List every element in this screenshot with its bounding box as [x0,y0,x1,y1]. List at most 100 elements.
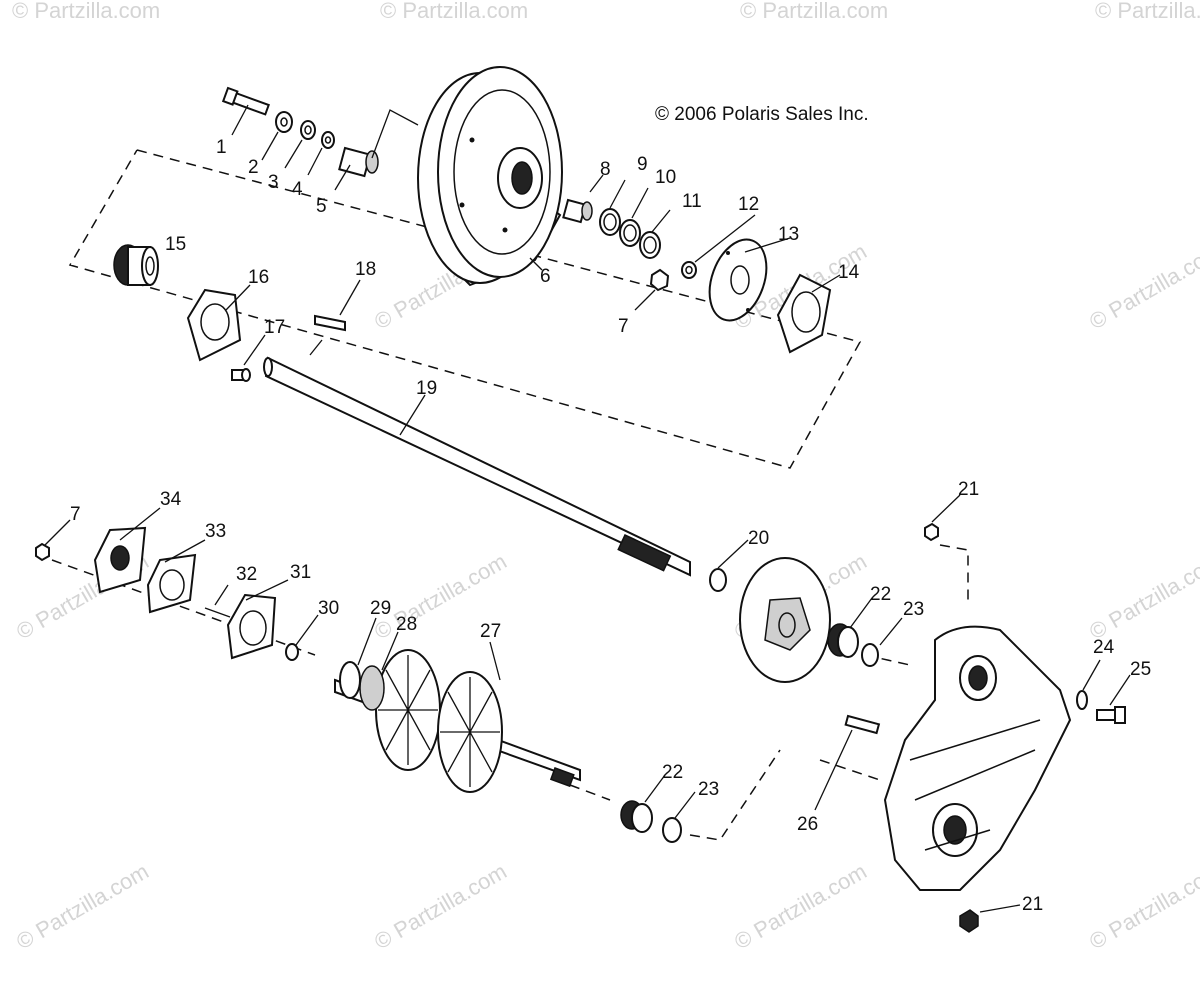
part-8-spacer[interactable] [562,198,593,224]
upper-assembly-outline [68,149,862,469]
part-1-bolt[interactable] [221,86,270,116]
lower-centerline-left [51,559,316,656]
part-22-bearing-upper[interactable] [827,623,859,658]
callout-24[interactable]: 24 [1093,637,1115,658]
part-23-seal-lower[interactable] [662,817,682,843]
part-3-washer[interactable] [300,120,316,140]
callout-13[interactable]: 13 [778,224,799,245]
callout-21-upper[interactable]: 21 [958,479,979,500]
part-19-shaft[interactable] [263,356,691,577]
callout-19[interactable]: 19 [416,378,437,399]
callout-11[interactable]: 11 [682,191,702,212]
part-31-flange[interactable] [226,593,277,660]
callout-2[interactable]: 2 [248,157,259,178]
copyright-notice: © 2006 Polaris Sales Inc. [655,104,869,125]
callout-16[interactable]: 16 [248,267,269,288]
part-7-nut-lower[interactable] [35,542,50,562]
callout-34[interactable]: 34 [160,489,182,510]
callout-25[interactable]: 25 [1130,659,1151,680]
watermark: © Partzilla.com [12,859,153,955]
callout-21-lower[interactable]: 21 [1022,894,1043,915]
part-18-key[interactable] [314,314,346,332]
callout-7-upper[interactable]: 7 [618,316,629,337]
callout-22-lower[interactable]: 22 [662,762,683,783]
callout-17[interactable]: 17 [264,317,285,338]
callout-9[interactable]: 9 [637,154,648,175]
callout-20[interactable]: 20 [748,528,769,549]
callout-33[interactable]: 33 [205,521,226,542]
watermark: © Partzilla.com [1085,239,1200,335]
callout-27[interactable]: 27 [480,621,501,642]
callout-1[interactable]: 1 [216,137,227,158]
watermark: © Partzilla.com [1095,0,1200,23]
callout-26[interactable]: 26 [797,814,818,835]
part-28-sprocket-hub[interactable] [359,665,385,711]
part-15-bearing[interactable] [113,244,159,286]
case-centerline [939,544,969,600]
callout-32[interactable]: 32 [236,564,257,585]
part-12-washer[interactable] [681,261,697,279]
watermark: © Partzilla.com [1085,859,1200,955]
callout-18[interactable]: 18 [355,259,376,280]
callout-15[interactable]: 15 [165,234,186,255]
callout-4[interactable]: 4 [292,179,303,200]
part-26-bolt[interactable] [844,714,881,735]
callout-29[interactable]: 29 [370,598,391,619]
leader-lines [44,104,1131,913]
part-7-nut-upper[interactable] [649,268,670,292]
part-13-plate[interactable] [699,232,777,329]
part-2-washer[interactable] [275,111,293,133]
callout-5[interactable]: 5 [316,196,327,217]
part-11-ring[interactable] [639,231,661,259]
callout-6[interactable]: 6 [540,266,551,287]
part-33-gasket[interactable] [146,553,197,614]
callout-8[interactable]: 8 [600,159,611,180]
callout-23-upper[interactable]: 23 [903,599,924,620]
part-21-nut-lower[interactable] [959,909,979,933]
leader-5-6 [371,109,419,159]
watermark: © Partzilla.com [370,859,511,955]
callout-12[interactable]: 12 [738,194,759,215]
part-23-seal-upper[interactable] [861,643,879,667]
part-5-bushing[interactable] [338,146,379,178]
callout-14[interactable]: 14 [838,262,860,283]
callout-labels: 1 2 3 4 5 6 7 8 9 10 11 12 13 14 15 16 1… [70,137,1151,915]
part-27-drive-sprockets[interactable] [334,649,581,793]
callout-23-lower[interactable]: 23 [698,779,719,800]
part-24-washer[interactable] [1076,690,1088,710]
callout-10[interactable]: 10 [655,167,676,188]
watermark: © Partzilla.com [380,0,528,23]
part-30-bushing[interactable] [285,643,299,661]
part-4-washer[interactable] [321,131,335,149]
watermark: © Partzilla.com [1085,549,1200,645]
part-6-sprocket-and-chain[interactable] [417,66,563,287]
bolt-centerline [819,759,881,781]
callout-28[interactable]: 28 [396,614,417,635]
part-17-bolt[interactable] [231,368,251,382]
part-21-nut-upper[interactable] [924,522,939,542]
callout-7-lower[interactable]: 7 [70,504,81,525]
part-29-speed-sensor-ring[interactable] [339,661,361,699]
part-20-ring[interactable] [709,568,727,592]
watermark: © Partzilla.com [12,0,160,23]
brake-disc[interactable] [739,557,831,683]
callout-22-upper[interactable]: 22 [870,584,891,605]
part-10-ring[interactable] [619,219,641,247]
part-34-bearing-flange[interactable] [93,526,147,594]
lower-centerline-right [689,749,781,841]
callout-30[interactable]: 30 [318,598,339,619]
part-14-flange[interactable] [776,273,832,354]
callout-31[interactable]: 31 [290,562,311,583]
lower-centerline-mid [569,784,611,801]
callout-3[interactable]: 3 [268,172,279,193]
part-16-flange[interactable] [186,288,242,362]
watermark: © Partzilla.com [740,0,888,23]
part-22-bearing-lower[interactable] [620,800,653,833]
watermark: © Partzilla.com [730,859,871,955]
chaincase-housing[interactable] [883,625,1072,891]
part-32-stud[interactable] [204,607,231,618]
part-25-bolt[interactable] [1096,706,1126,724]
part-9-ring[interactable] [599,208,621,236]
